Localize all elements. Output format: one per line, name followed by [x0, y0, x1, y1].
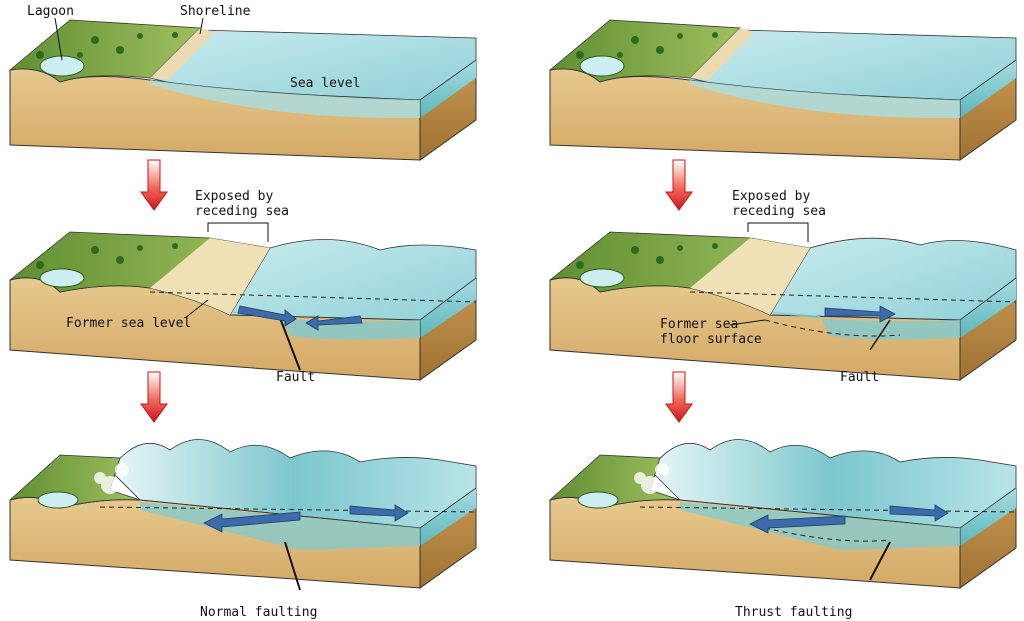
right-receding-block-diagram [549, 222, 1017, 381]
normal-faulting-caption: Normal faulting [200, 605, 318, 620]
right-tsunami-block-diagram [549, 439, 1017, 589]
left-arrow-1 [140, 159, 168, 211]
left-receding-block-diagram [9, 222, 477, 381]
fault-label-right: Fault [840, 370, 880, 385]
shoreline-label: Shoreline [180, 4, 251, 19]
right-arrow-2 [665, 371, 693, 423]
left-initial-block-diagram [8, 17, 477, 161]
right-arrow-1 [665, 159, 693, 211]
left-arrow-2 [140, 371, 168, 423]
lagoon-leader [54, 17, 63, 61]
fault-label-left: Fault [276, 370, 316, 385]
sea-level-label: Sea level [290, 76, 361, 91]
exposed-by-receding-sea-label-right: Exposed by receding sea [732, 189, 826, 219]
former-sea-floor-surface-label: Former sea floor surface [660, 317, 762, 347]
thrust-faulting-caption: Thrust faulting [735, 605, 853, 620]
exposed-by-receding-sea-label: Exposed by receding sea [195, 189, 289, 219]
left-tsunami-block-diagram [9, 439, 477, 591]
shoreline-leader [199, 17, 204, 35]
lagoon-label: Lagoon [27, 4, 74, 19]
former-sea-level-label: Former sea level [66, 316, 192, 331]
right-initial-block-diagram [548, 19, 1017, 161]
